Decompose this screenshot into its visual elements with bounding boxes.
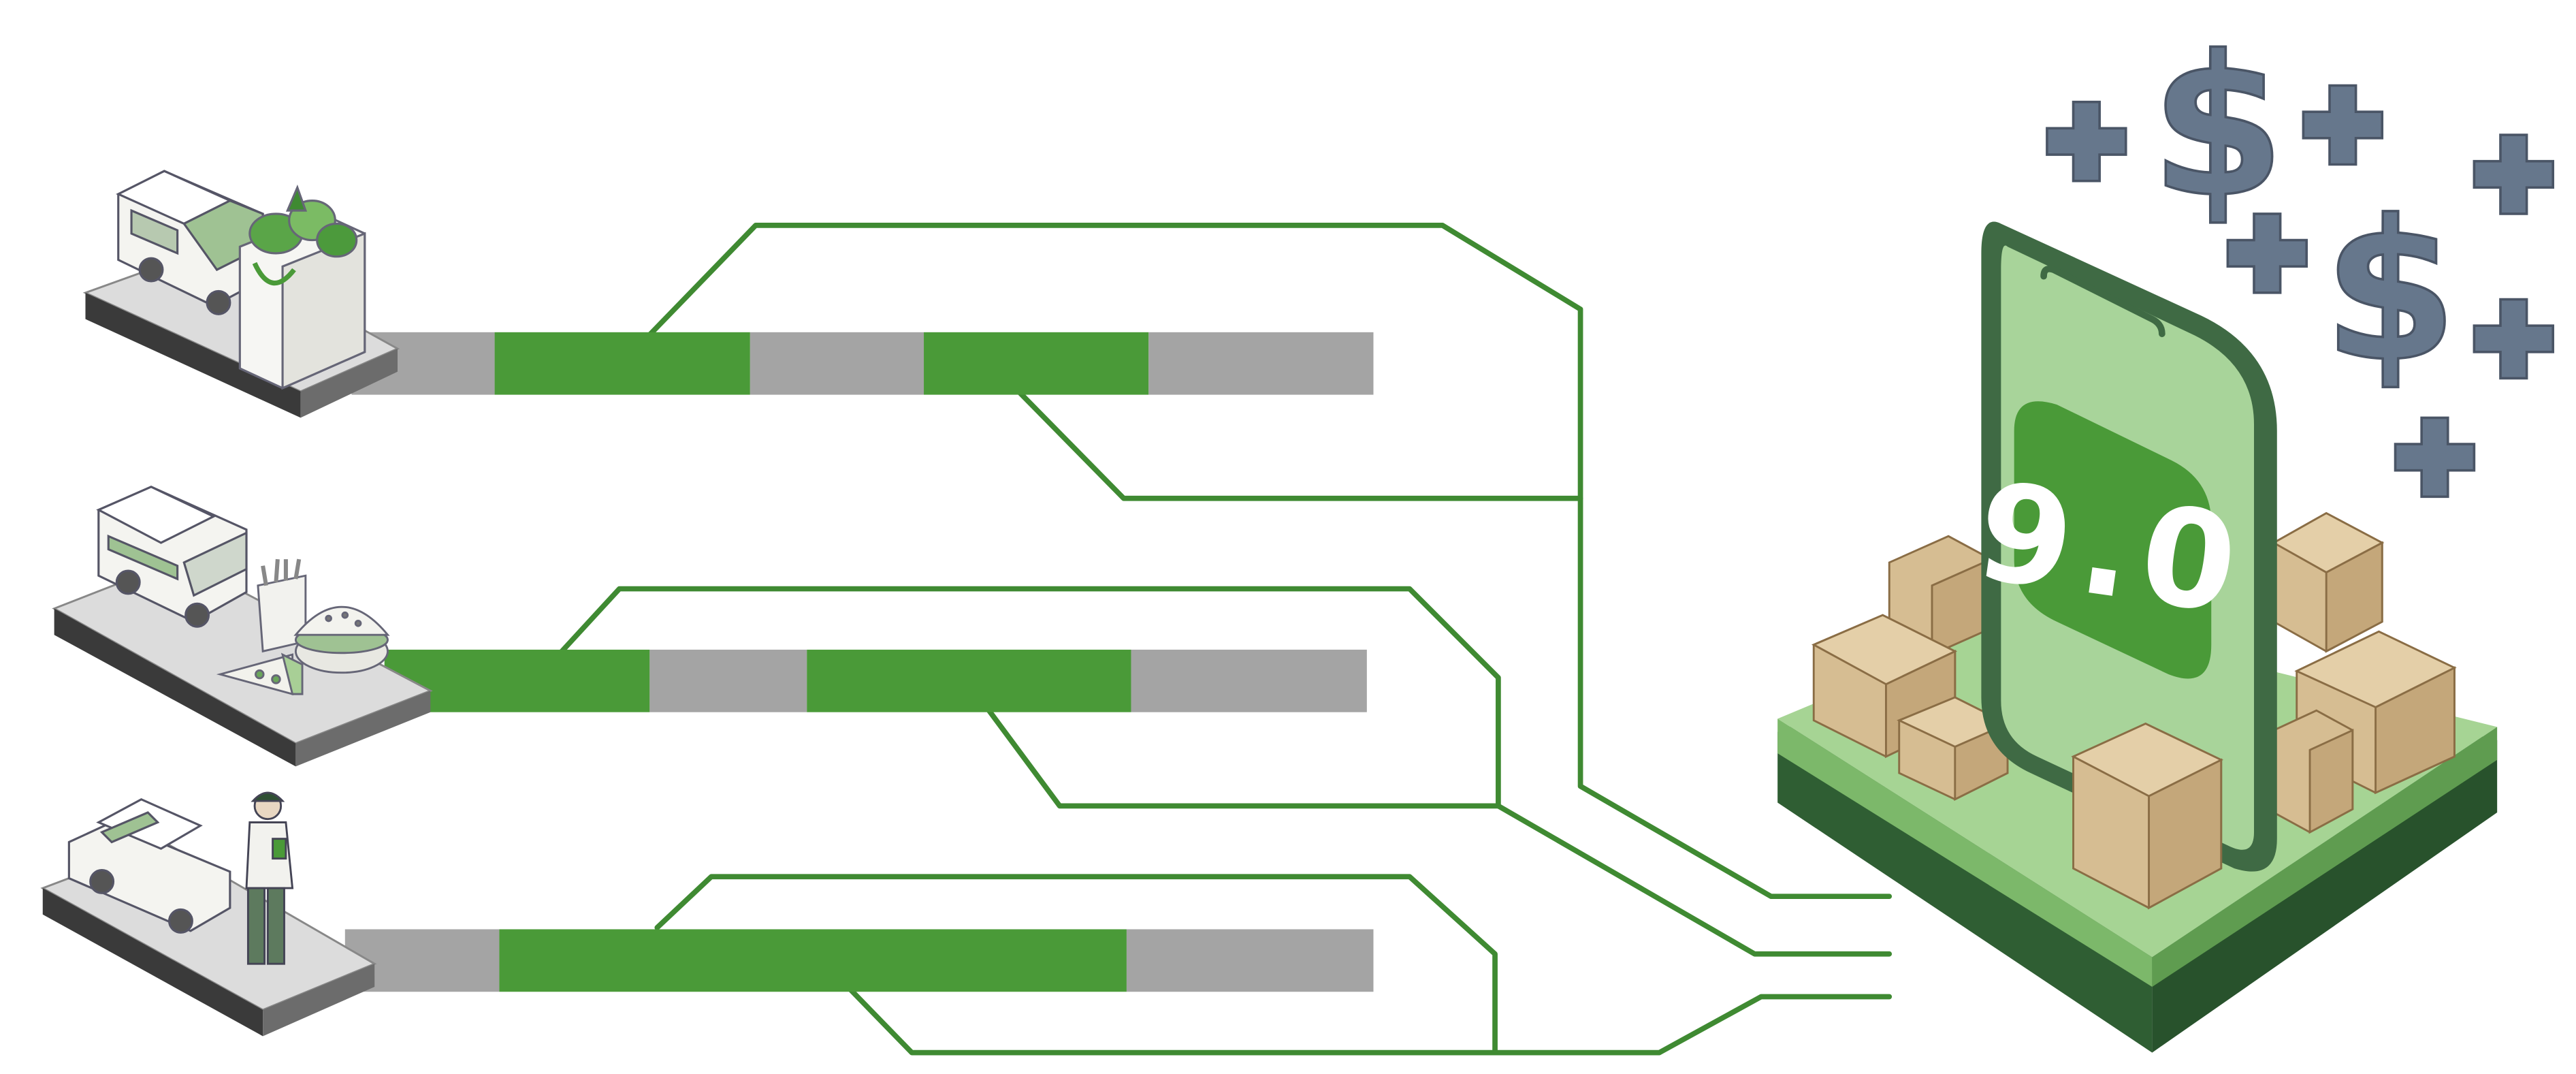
wire-row2-bottom — [986, 708, 1501, 809]
car-icon — [67, 797, 231, 934]
bar-1-segment-4 — [924, 332, 1149, 395]
cardboard-box-icon — [2071, 723, 2224, 910]
row-2-food-delivery — [52, 486, 433, 767]
bar-2-segment-4 — [1131, 649, 1367, 712]
progress-bars — [344, 332, 1374, 992]
row-3-rideshare — [40, 791, 377, 1037]
delivery-hub: 9.0 — [1777, 221, 2498, 1053]
wire-row3-top — [654, 874, 1893, 1056]
bar-3-segment-2 — [499, 929, 1127, 992]
bar-1-segment-3 — [750, 332, 924, 395]
svg-text:$: $ — [2151, 15, 2285, 240]
wire-row1-top — [646, 222, 1893, 900]
smartphone-icon: 9.0 — [1968, 221, 2277, 872]
bar-3-segment-3 — [1126, 929, 1374, 992]
burger-icon — [293, 605, 390, 674]
plus-icon — [2046, 100, 2127, 183]
svg-text:$: $ — [2323, 179, 2458, 405]
wire-row2-top — [559, 586, 1893, 957]
plus-icon — [2473, 133, 2555, 215]
cardboard-box-icon — [2272, 511, 2385, 653]
driver-with-phone-icon — [245, 791, 294, 965]
grocery-bag-icon — [238, 185, 366, 390]
bar-2-segment-3 — [807, 649, 1131, 712]
dollar-sign-icon: $ — [2149, 14, 2287, 242]
bar-2-segment-2 — [649, 649, 807, 712]
bar-1-segment-2 — [494, 332, 750, 395]
row-1-grocery-delivery — [82, 170, 400, 418]
plus-icon — [2473, 298, 2555, 380]
plus-icon — [2394, 416, 2476, 499]
bar-1-segment-5 — [1148, 332, 1374, 395]
money-symbols: $ $ — [2046, 14, 2555, 499]
cardboard-box-icon — [1888, 535, 1993, 657]
connector-wires — [559, 222, 1893, 1056]
isometric-tile — [52, 558, 433, 767]
cardboard-box-icon — [2272, 709, 2354, 834]
dollar-sign-icon: $ — [2321, 178, 2459, 407]
delivery-van-icon — [96, 486, 248, 628]
wire-row1-bottom — [1016, 388, 1583, 501]
plus-icon — [2226, 212, 2308, 294]
pizza-icon — [216, 652, 304, 696]
app-label: 9.0 — [1968, 452, 2255, 646]
wire-row3-bottom — [848, 987, 1498, 1056]
plus-icon — [2302, 84, 2384, 166]
